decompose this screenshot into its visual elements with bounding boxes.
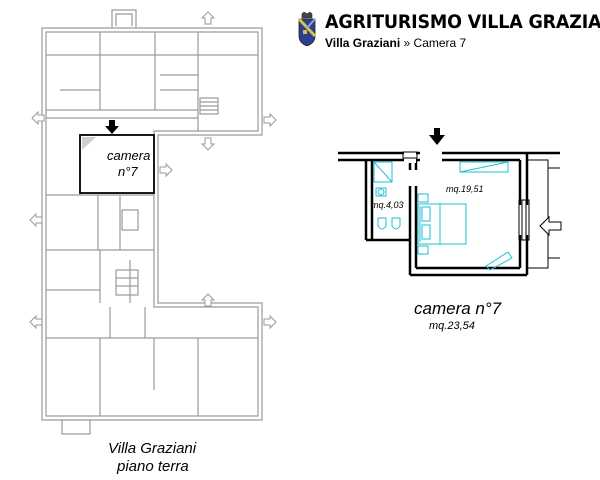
breadcrumb-separator: »: [403, 36, 411, 50]
window-arrow-icon: [539, 215, 562, 237]
page-title: AGRITURISMO VILLA GRAZIANI: [325, 11, 600, 33]
room-label-number: n°7: [118, 164, 138, 179]
plan-caption-name: Villa Graziani: [108, 440, 197, 457]
plan-caption-floor: piano terra: [117, 458, 189, 475]
room-label-camera: camera: [107, 148, 151, 163]
entrance-arrow-icon: [105, 120, 119, 134]
detail-caption-title: camera n°7: [414, 299, 502, 318]
bathroom-area: mq.4,03: [371, 200, 404, 210]
breadcrumb-current: Camera 7: [413, 36, 467, 50]
detail-caption-area: mq.23,54: [429, 320, 475, 332]
main-room-area: mq.19,51: [446, 184, 484, 194]
breadcrumb: Villa Graziani » Camera 7: [325, 36, 466, 50]
room-entrance-arrow-icon: [429, 128, 445, 145]
breadcrumb-home-link[interactable]: Villa Graziani: [325, 36, 401, 50]
highlighted-room-7[interactable]: [79, 134, 155, 194]
crest-icon: [297, 12, 317, 46]
